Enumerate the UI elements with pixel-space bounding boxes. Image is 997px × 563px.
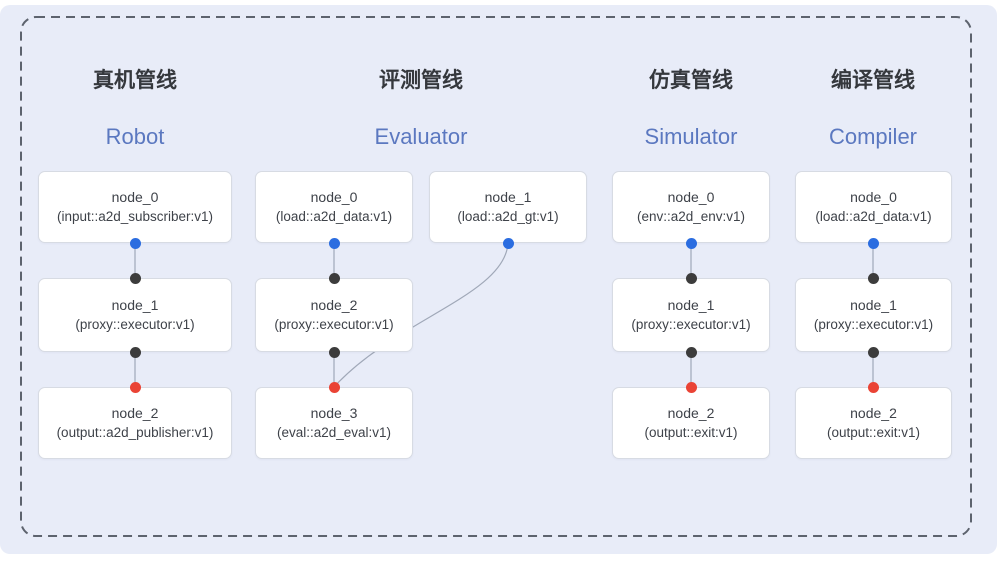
pipeline-title-cn-simulator: 仿真管线 [649,69,733,92]
node-box-evaluator-node_3: node_3 (eval::a2d_eval:v1) [255,387,413,459]
input-port-dot [328,381,340,393]
node-box-robot-node_1: node_1 (proxy::executor:v1) [38,278,232,352]
node-name: node_0 [850,189,897,206]
node-type: (proxy::executor:v1) [75,317,195,333]
pipeline-title-cn-evaluator: 评测管线 [379,69,463,92]
node-name: node_2 [310,297,358,314]
pipeline-title-en-simulator: Simulator [644,124,738,149]
node-box-simulator-node_0: node_0 (env::a2d_env:v1) [612,171,770,243]
output-port-dot [129,237,141,249]
proxy-port-dot [685,272,697,284]
node-box-compiler-node_1: node_1 (proxy::executor:v1) [795,278,952,352]
node-type: (output::exit:v1) [826,425,921,441]
node-name: node_2 [667,405,715,422]
proxy-port-dot [129,272,141,284]
node-type: (output::exit:v1) [644,425,738,441]
node-type: (proxy::executor:v1) [813,317,934,333]
node-type: (input::a2d_subscriber:v1) [56,209,214,225]
proxy-port-dot [868,346,879,358]
node-type: (proxy::executor:v1) [631,317,751,333]
input-port-dot [685,381,697,393]
proxy-port-dot [685,346,697,358]
node-type: (proxy::executor:v1) [274,317,394,333]
node-name: node_1 [850,297,897,314]
node-box-simulator-node_1: node_1 (proxy::executor:v1) [612,278,770,352]
node-box-simulator-node_2: node_2 (output::exit:v1) [612,387,770,459]
input-port-dot [868,381,879,393]
output-port-dot [685,237,697,249]
node-box-robot-node_0: node_0 (input::a2d_subscriber:v1) [38,171,232,243]
pipeline-title-cn-compiler: 编译管线 [831,69,915,92]
node-name: node_0 [310,189,358,206]
pipeline-title-en-robot: Robot [105,124,165,149]
node-type: (eval::a2d_eval:v1) [276,425,392,441]
node-name: node_2 [111,405,159,422]
node-type: (output::a2d_publisher:v1) [56,425,214,441]
output-port-dot [328,237,340,249]
output-port-dot [868,237,879,249]
proxy-port-dot [868,272,879,284]
proxy-port-dot [328,346,340,358]
input-port-dot [129,381,141,393]
node-box-compiler-node_2: node_2 (output::exit:v1) [795,387,952,459]
dashed-border [20,16,972,537]
pipeline-title-en-evaluator: Evaluator [374,124,468,149]
pipeline-title-en-compiler: Compiler [828,124,918,149]
node-type: (env::a2d_env:v1) [636,209,746,225]
node-box-robot-node_2: node_2 (output::a2d_publisher:v1) [38,387,232,459]
proxy-port-dot [328,272,340,284]
node-name: node_1 [667,297,715,314]
node-box-evaluator-node_0: node_0 (load::a2d_data:v1) [255,171,413,243]
node-name: node_1 [484,189,532,206]
node-name: node_2 [850,405,897,422]
node-type: (load::a2d_gt:v1) [457,209,559,225]
proxy-port-dot [129,346,141,358]
node-box-evaluator-node_2: node_2 (proxy::executor:v1) [255,278,413,352]
node-name: node_3 [310,405,358,422]
node-box-compiler-node_0: node_0 (load::a2d_data:v1) [795,171,952,243]
node-type: (load::a2d_data:v1) [815,209,932,225]
output-port-dot [502,237,514,249]
node-name: node_1 [111,297,159,314]
node-name: node_0 [111,189,159,206]
pipeline-title-cn-robot: 真机管线 [93,69,177,92]
node-name: node_0 [667,189,715,206]
edge-evaluator-1-3-curve [333,242,509,388]
node-box-evaluator-node_1: node_1 (load::a2d_gt:v1) [429,171,587,243]
node-type: (load::a2d_data:v1) [275,209,393,225]
